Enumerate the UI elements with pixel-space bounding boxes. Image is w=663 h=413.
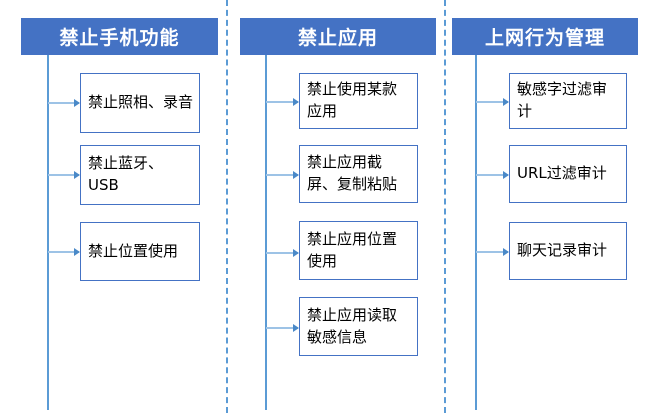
connector-1-1 (48, 99, 80, 107)
column-divider-2 (444, 0, 446, 413)
column-trunk-line-3 (475, 55, 477, 410)
node-box[interactable]: 禁止应用截屏、复制粘贴 (299, 145, 418, 203)
node-label: 禁止使用某款应用 (307, 80, 398, 120)
column-header-internet-behavior-management[interactable]: 上网行为管理 (452, 18, 638, 55)
arrow-head-icon (293, 98, 299, 106)
node-label: 聊天记录审计 (517, 241, 608, 260)
arrow-head-icon (503, 171, 509, 179)
node-box[interactable]: 聊天记录审计 (509, 222, 627, 280)
node-label: 禁止照相、录音 (88, 93, 194, 112)
column-divider-1 (226, 0, 228, 413)
column-header-label: 上网行为管理 (484, 27, 605, 49)
connector-2-4 (266, 324, 299, 332)
node-label: URL过滤审计 (517, 164, 607, 183)
node-box[interactable]: 禁止照相、录音 (80, 73, 200, 133)
arrow-head-icon (503, 98, 509, 106)
connector-2-3 (266, 249, 299, 257)
column-trunk-line-2 (265, 55, 267, 410)
node-label: 敏感字过滤审计 (517, 80, 608, 120)
node-box[interactable]: 敏感字过滤审计 (509, 73, 627, 129)
node-label: 禁止应用位置使用 (307, 229, 398, 270)
arrow-head-icon (293, 324, 299, 332)
node-box[interactable]: 禁止使用某款应用 (299, 73, 418, 129)
connector-1-3 (48, 248, 80, 256)
connector-3-1 (476, 98, 509, 106)
arrow-head-icon (74, 248, 80, 256)
node-label: 禁止位置使用 (88, 241, 179, 260)
connector-3-2 (476, 171, 509, 179)
node-box[interactable]: 禁止位置使用 (80, 222, 200, 281)
connector-3-3 (476, 248, 509, 256)
arrow-head-icon (74, 171, 80, 179)
node-label: 禁止蓝牙、USB (88, 154, 164, 194)
node-box[interactable]: URL过滤审计 (509, 145, 627, 203)
arrow-head-icon (293, 249, 299, 257)
arrow-head-icon (503, 248, 509, 256)
column-header-app-restrictions[interactable]: 禁止应用 (240, 18, 436, 55)
node-box[interactable]: 禁止应用位置使用 (299, 221, 418, 280)
column-trunk-line-1 (47, 55, 49, 410)
arrow-head-icon (293, 171, 299, 179)
node-box[interactable]: 禁止应用读取敏感信息 (299, 297, 418, 356)
connector-1-2 (48, 171, 80, 179)
arrow-head-icon (74, 99, 80, 107)
node-box[interactable]: 禁止蓝牙、USB (80, 145, 200, 205)
connector-2-1 (266, 98, 299, 106)
column-header-label: 禁止手机功能 (59, 27, 180, 49)
column-header-phone-features[interactable]: 禁止手机功能 (21, 18, 218, 55)
column-header-label: 禁止应用 (297, 27, 378, 49)
node-label: 禁止应用截屏、复制粘贴 (307, 153, 398, 193)
connector-2-2 (266, 171, 299, 179)
node-label: 禁止应用读取敏感信息 (307, 305, 398, 346)
